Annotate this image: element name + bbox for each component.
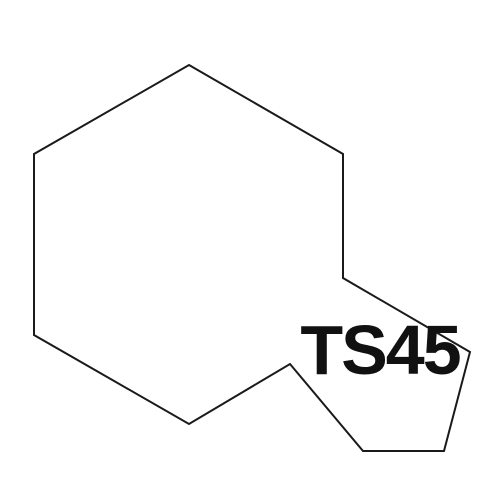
color-chip-outline xyxy=(33,63,472,452)
color-code-label: TS45 xyxy=(300,311,459,389)
